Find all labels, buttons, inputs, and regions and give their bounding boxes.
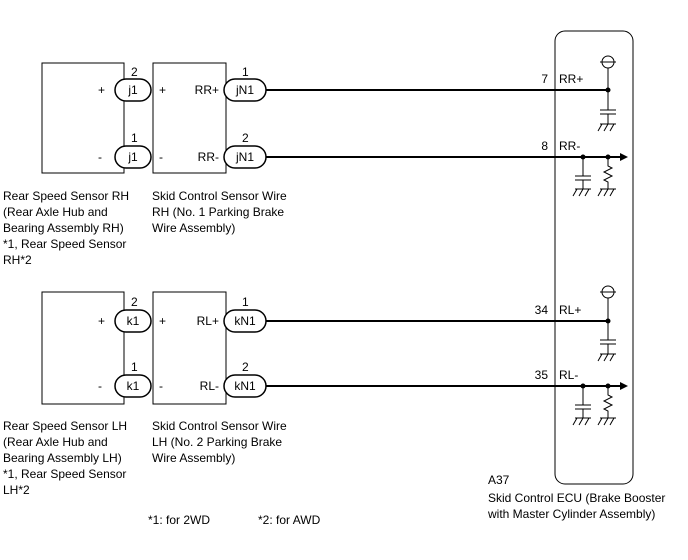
rh-connector-sensor-bottom [114, 145, 152, 169]
ecu-pin-7-num: 7 [541, 72, 548, 86]
rh-wire-caption: Skid Control Sensor Wire RH (No. 1 Parki… [152, 189, 290, 235]
ecu-box [554, 30, 634, 485]
lh-pin-wire-bottom: 2 [242, 360, 249, 374]
rh-sensor-caption: Rear Speed Sensor RH (Rear Axle Hub and … [3, 189, 132, 267]
lh-wire-caption: Skid Control Sensor Wire LH (No. 2 Parki… [152, 419, 290, 465]
lh-pin-wire-top: 1 [242, 295, 249, 309]
rh-wire-box [152, 62, 227, 174]
lh-wire-plus-right: RL+ [197, 314, 219, 328]
lh-pin-sensor-bottom: 1 [131, 360, 138, 374]
lh-wire-plus-left: + [159, 314, 166, 328]
lh-connector-sensor-bottom-label: k1 [127, 379, 140, 393]
ecu-pin-35-label: RL- [559, 368, 578, 382]
lh-wire-minus-left: - [159, 379, 163, 393]
lh-group: + - 2 1 k1 k1 + - RL+ RL- 1 2 kN1 kN1 34… [3, 291, 620, 497]
ecu-code: A37 [488, 473, 510, 487]
lh-pin-sensor-top: 2 [131, 295, 138, 309]
lh-connector-wire-top-label: kN1 [234, 314, 256, 328]
rh-wire-plus-right: RR+ [195, 83, 219, 97]
rh-pin-sensor-top: 2 [131, 65, 138, 79]
ecu-circuit-rr-minus [572, 153, 628, 197]
lh-sensor-minus: - [98, 379, 102, 393]
lh-connector-wire-bottom-label: kN1 [234, 379, 256, 393]
rh-sensor-minus: - [98, 150, 102, 164]
ecu-pin-7-label: RR+ [559, 72, 583, 86]
ecu-pin-8-label: RR- [559, 139, 580, 153]
rh-sensor-box [41, 62, 125, 174]
rh-wire-plus-left: + [159, 83, 166, 97]
ecu-pin-35-num: 35 [535, 368, 549, 382]
ecu-circuit-rl-plus [597, 285, 616, 362]
rh-group: + - 2 1 j1 j1 + - RR+ RR- 1 2 jN1 jN1 7 … [3, 62, 620, 267]
footnote-awd: *2: for AWD [258, 513, 321, 527]
lh-sensor-plus: + [98, 314, 105, 328]
lh-connector-sensor-top-label: k1 [127, 314, 140, 328]
rh-sensor-plus: + [98, 83, 105, 97]
rh-connector-sensor-top [114, 78, 152, 102]
rh-connector-wire-bottom-label: jN1 [235, 150, 254, 164]
rh-pin-sensor-bottom: 1 [131, 131, 138, 145]
rh-connector-wire-top-label: jN1 [235, 83, 254, 97]
rh-pin-wire-top: 1 [242, 65, 249, 79]
lh-connector-sensor-top [114, 309, 152, 333]
ecu-pin-34-label: RL+ [559, 303, 581, 317]
rh-wire-minus-right: RR- [198, 150, 219, 164]
ecu-pin-34-num: 34 [535, 303, 549, 317]
ecu-name: Skid Control ECU (Brake Booster with Mas… [487, 491, 669, 521]
lh-wire-minus-right: RL- [200, 379, 219, 393]
lh-sensor-caption: Rear Speed Sensor LH (Rear Axle Hub and … [3, 419, 130, 497]
ecu-pin-8-num: 8 [541, 139, 548, 153]
rh-connector-sensor-bottom-label: j1 [127, 150, 138, 164]
rh-wire-minus-left: - [159, 150, 163, 164]
rh-pin-wire-bottom: 2 [242, 131, 249, 145]
lh-sensor-box [41, 291, 125, 405]
ecu-circuit-rl-minus [572, 382, 628, 426]
lh-wire-box [152, 291, 227, 405]
footnote-2wd: *1: for 2WD [148, 513, 210, 527]
lh-connector-sensor-bottom [114, 374, 152, 398]
rh-connector-sensor-top-label: j1 [127, 83, 138, 97]
ecu-circuit-rr-plus [597, 55, 616, 132]
